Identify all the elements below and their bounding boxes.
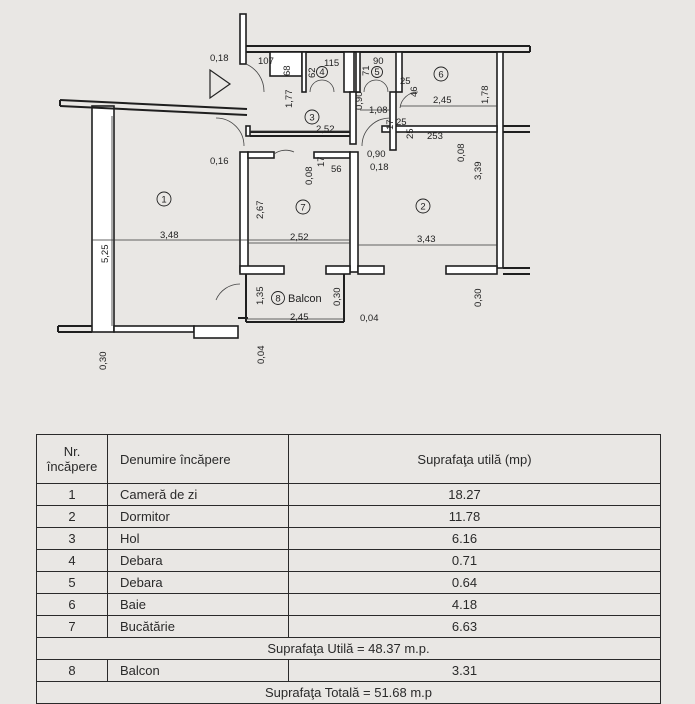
table-row: 2 Dormitor 11.78 [36,505,661,528]
svg-text:0,16: 0,16 [210,156,229,167]
svg-text:2,52: 2,52 [290,232,309,243]
svg-text:5,25: 5,25 [100,245,111,264]
table-row: 7 Bucătărie 6.63 [36,615,661,638]
room-number: 7 [300,203,305,214]
entrance-arrow-icon [209,68,232,100]
svg-text:0,08: 0,08 [456,144,467,163]
total-text: Suprafaţa Totală = 51.68 m.p [36,681,661,704]
table-row: 4 Debara 0.71 [36,549,661,572]
table-row: 8 Balcon 3.31 [36,659,661,682]
svg-text:0,18: 0,18 [370,162,389,173]
svg-text:0,04: 0,04 [360,313,379,324]
svg-text:62: 62 [307,67,318,78]
room-number: 8 [275,294,280,305]
svg-text:0,30: 0,30 [473,289,484,308]
svg-text:0,30: 0,30 [98,352,109,371]
svg-text:115: 115 [324,58,339,69]
svg-text:3,43: 3,43 [417,234,436,245]
table-row: 6 Baie 4.18 [36,593,661,616]
room-number: 3 [309,113,314,124]
room-number: 6 [438,70,443,81]
header-area: Suprafaţa utilă (mp) [288,434,661,484]
svg-text:0,04: 0,04 [256,346,267,365]
dimension-labels: 0,18 107 68 62 115 71 90 25 46 1,77 0,90… [98,53,491,370]
door-swings [215,63,419,301]
svg-text:25: 25 [396,117,407,128]
room-number: 2 [420,202,425,213]
svg-text:2,45: 2,45 [290,312,309,323]
svg-text:0,18: 0,18 [210,53,229,64]
svg-text:25: 25 [405,128,416,139]
svg-text:17: 17 [385,119,396,130]
room-markers: 1 2 3 4 5 6 7 8 Balcon [156,66,449,305]
svg-text:0,30: 0,30 [332,288,343,307]
svg-text:107: 107 [258,56,274,67]
svg-text:0,90: 0,90 [354,92,365,111]
svg-text:253: 253 [427,131,443,142]
header-name: Denumire încăpere [107,434,289,484]
walls [57,13,531,339]
table-header: Nr. încăpere Denumire încăpere Suprafaţa… [36,434,661,484]
room-number: 1 [161,195,166,206]
table-row: 5 Debara 0.64 [36,571,661,594]
dimension-lines [92,105,497,326]
svg-text:1,35: 1,35 [255,287,266,306]
svg-text:71: 71 [361,65,372,76]
svg-text:17: 17 [316,156,327,167]
svg-text:1,08: 1,08 [369,105,388,116]
svg-text:90: 90 [373,56,384,67]
svg-text:46: 46 [409,86,420,97]
svg-text:2,67: 2,67 [255,201,266,220]
svg-text:0,08: 0,08 [304,167,315,186]
room-number: 5 [374,67,379,78]
floor-plan: 1 2 3 4 5 6 7 8 Balcon 0,18 107 68 62 11… [57,13,531,370]
svg-text:3,39: 3,39 [473,162,484,181]
rooms-table: Nr. încăpere Denumire încăpere Suprafaţa… [36,434,661,704]
table-row: 3 Hol 6.16 [36,527,661,550]
total-row: Suprafaţa Totală = 51.68 m.p [36,681,661,704]
svg-text:2,45: 2,45 [433,95,452,106]
table-row: 1 Cameră de zi 18.27 [36,483,661,506]
header-nr: Nr. încăpere [36,434,108,484]
svg-text:25: 25 [400,76,411,87]
room-number: 4 [319,67,324,78]
svg-text:68: 68 [282,65,293,76]
svg-text:0,90: 0,90 [367,149,386,160]
svg-text:56: 56 [331,164,342,175]
svg-text:2,52: 2,52 [316,124,335,135]
svg-text:1,78: 1,78 [480,86,491,105]
subtotal-row: Suprafaţa Utilă = 48.37 m.p. [36,637,661,660]
balcony-label: Balcon [288,293,322,305]
svg-text:1,77: 1,77 [284,90,295,109]
subtotal-text: Suprafaţa Utilă = 48.37 m.p. [36,637,661,660]
svg-text:3,48: 3,48 [160,230,179,241]
